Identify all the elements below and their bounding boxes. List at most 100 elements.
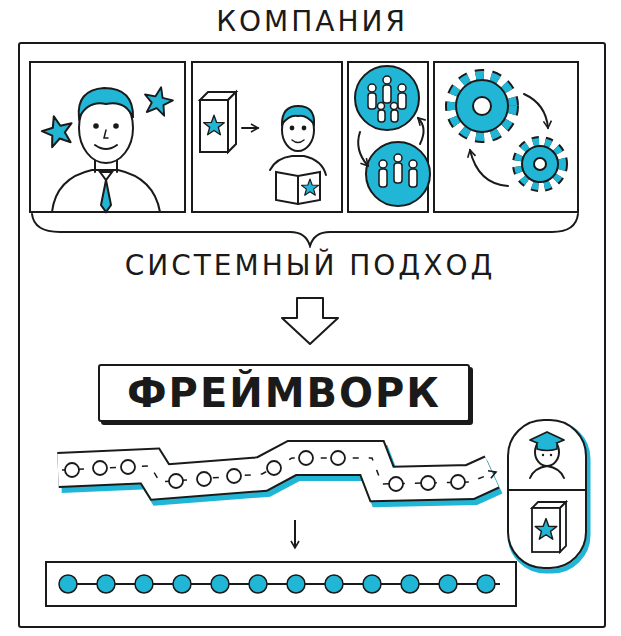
company-frame: КОМПАНИЯФРЕЙМВОРКСИСТЕМНЫЙ ПОДХОД bbox=[18, 42, 606, 628]
leader-figure-part bbox=[52, 170, 160, 212]
result-capsule-part bbox=[530, 466, 564, 478]
product-handover bbox=[200, 92, 326, 204]
team-exchange-part-part bbox=[394, 163, 402, 183]
process-track-part-part bbox=[211, 575, 229, 593]
result-capsule-part bbox=[535, 519, 557, 540]
framework-box: ФРЕЙМВОРК bbox=[98, 364, 470, 422]
team-exchange-part-part bbox=[409, 160, 417, 168]
leader-figure-part bbox=[94, 124, 98, 128]
team-exchange-part-part bbox=[368, 84, 376, 92]
learning-path-part-part bbox=[169, 474, 183, 488]
team-exchange-part bbox=[418, 118, 424, 144]
learning-path-part-part bbox=[451, 475, 465, 489]
product-handover-part bbox=[301, 179, 318, 195]
team-exchange-part-part bbox=[383, 85, 391, 103]
process-track-part-part bbox=[135, 575, 153, 593]
team-exchange-part-part bbox=[379, 169, 387, 187]
down-arrow-small bbox=[294, 520, 296, 548]
learning-path-part-part bbox=[65, 463, 79, 477]
gears-part bbox=[524, 94, 548, 128]
process-track-part-part bbox=[97, 575, 115, 593]
process-track-part-part bbox=[439, 575, 457, 593]
result-capsule-part bbox=[537, 443, 557, 451]
gears-part bbox=[452, 76, 512, 136]
result-capsule bbox=[508, 420, 588, 571]
learning-path-part-part bbox=[299, 451, 313, 465]
team-exchange-part-part bbox=[383, 76, 391, 84]
process-track-part-part bbox=[401, 575, 419, 593]
result-capsule-part bbox=[560, 502, 566, 552]
learning-path-part-part bbox=[389, 477, 403, 491]
learning-path-part-part bbox=[93, 461, 107, 475]
product-handover-part bbox=[282, 106, 314, 124]
product-handover-part bbox=[204, 115, 225, 135]
learning-path-part-part bbox=[197, 472, 211, 486]
product-handover-part bbox=[200, 100, 228, 152]
gears-part bbox=[518, 142, 562, 186]
team-exchange-part bbox=[366, 142, 430, 206]
panel-frames bbox=[30, 62, 578, 212]
team-exchange-part-part bbox=[398, 93, 406, 109]
team-exchange-part-part bbox=[378, 110, 385, 122]
learning-path-part-part bbox=[121, 460, 135, 474]
process-track-part-part bbox=[287, 575, 305, 593]
team-exchange-part-part bbox=[391, 110, 398, 122]
leader-figure-part bbox=[79, 88, 133, 118]
team-exchange-part-part bbox=[379, 160, 387, 168]
team-exchange-part-part bbox=[368, 93, 376, 109]
product-handover-part bbox=[297, 176, 299, 204]
framework-title: ФРЕЙМВОРК bbox=[127, 369, 441, 417]
process-track-part-part bbox=[249, 575, 267, 593]
panel-frames-part bbox=[192, 62, 342, 212]
grouping-brace bbox=[32, 214, 578, 246]
leader-figure-part bbox=[142, 84, 176, 116]
gears-part bbox=[452, 76, 512, 136]
gears-part bbox=[473, 97, 491, 115]
panel-frames-part bbox=[30, 62, 185, 212]
leader-figure-part bbox=[39, 112, 76, 148]
product-handover-part bbox=[228, 92, 236, 152]
process-track-part-part bbox=[59, 575, 77, 593]
team-exchange-part-part bbox=[398, 84, 406, 92]
gears-part bbox=[456, 80, 508, 132]
leader-figure-part bbox=[114, 124, 118, 128]
team-exchange-part bbox=[358, 132, 368, 166]
process-track-part-part bbox=[325, 575, 343, 593]
frame-title: КОМПАНИЯ bbox=[206, 4, 418, 40]
leader-figure-part bbox=[104, 130, 108, 138]
team-exchange-part bbox=[368, 76, 417, 187]
product-handover-part bbox=[292, 140, 304, 143]
gears-part bbox=[470, 150, 508, 186]
learning-path-part-part bbox=[267, 461, 281, 475]
process-track-part bbox=[60, 583, 500, 585]
learning-path-part-part bbox=[421, 476, 435, 490]
result-capsule-part bbox=[550, 454, 552, 456]
approach-label: СИСТЕМНЫЙ ПОДХОД bbox=[121, 248, 500, 284]
team-exchange-part bbox=[355, 66, 419, 130]
result-capsule-part bbox=[508, 489, 586, 491]
gears-part bbox=[518, 142, 562, 186]
team-exchange-part-part bbox=[391, 103, 398, 110]
team-exchange-part-part bbox=[394, 154, 402, 162]
gears-part bbox=[522, 146, 558, 182]
team-exchange-part-part bbox=[378, 103, 385, 110]
result-capsule-part bbox=[542, 454, 544, 456]
down-arrow bbox=[282, 298, 338, 344]
product-handover-part bbox=[303, 127, 306, 130]
process-track bbox=[46, 562, 516, 606]
leader-figure-part bbox=[101, 180, 111, 212]
leader-figure bbox=[39, 84, 175, 212]
panel-frames-part bbox=[434, 62, 578, 212]
learning-path-part bbox=[65, 451, 465, 491]
learning-path bbox=[58, 451, 496, 491]
leader-figure-part bbox=[95, 145, 117, 149]
process-track-part-part bbox=[173, 575, 191, 593]
product-handover-part bbox=[276, 172, 320, 204]
team-exchange bbox=[355, 66, 430, 206]
product-handover-part bbox=[291, 127, 294, 130]
gears-part bbox=[534, 158, 546, 170]
process-track-part bbox=[46, 562, 516, 606]
gears bbox=[452, 76, 562, 186]
learning-path-part-part bbox=[227, 469, 241, 483]
